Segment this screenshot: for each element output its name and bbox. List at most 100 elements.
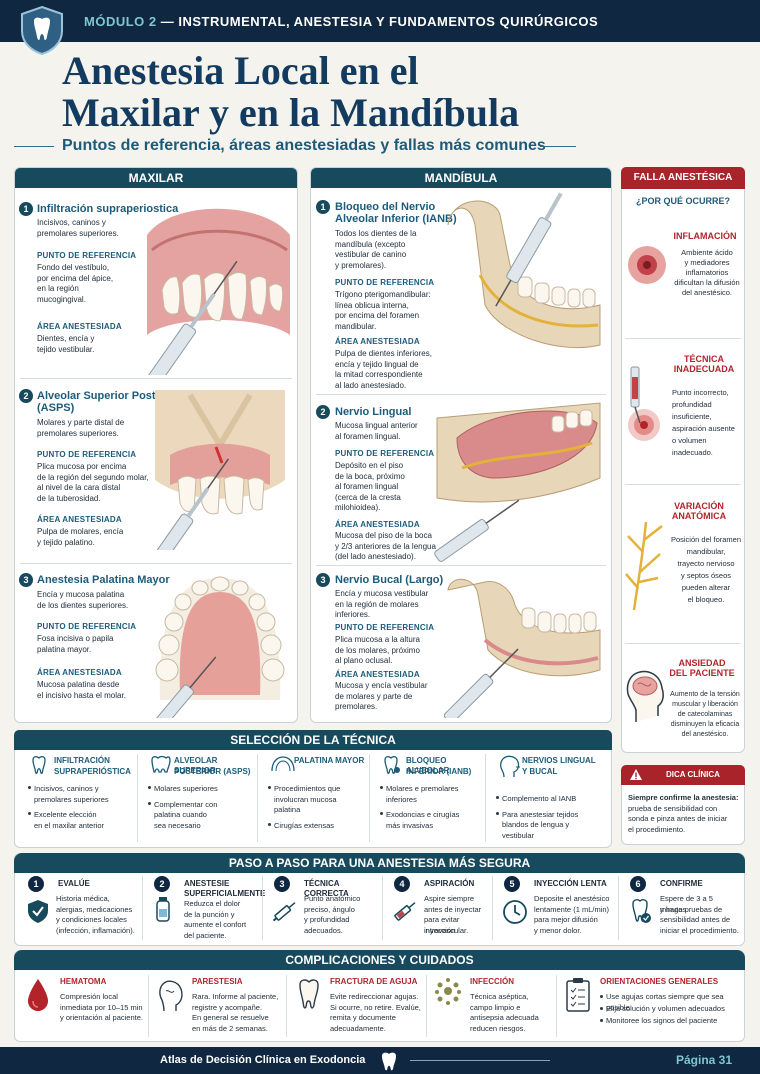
- section-divider: [20, 563, 292, 564]
- page-subtitle: Puntos de referencia, áreas anestesiadas…: [62, 137, 546, 154]
- complication-text: Técnica aséptica,: [470, 992, 529, 1001]
- step-number: 3: [19, 573, 33, 587]
- syringe-icon: [150, 656, 217, 718]
- technique-title: Nervio Lingual: [335, 406, 412, 418]
- bullet-dot: [268, 822, 271, 826]
- step-text: de la punción y: [184, 909, 235, 919]
- technique-column-title: Y BUCAL: [522, 767, 558, 776]
- upper-posterior-teeth-illustration: [150, 390, 285, 550]
- technique-bullet-text: Exodoncias e cirugías: [386, 810, 460, 819]
- tooth-icon: [294, 977, 322, 1013]
- area-label: ÁREA ANESTESIADA: [37, 322, 122, 331]
- checklist-icon: [564, 977, 592, 1013]
- inflamed-gum-icon: [628, 246, 666, 284]
- step-divider: [492, 876, 493, 940]
- falla-divider: [625, 338, 741, 339]
- step-text: Espere de 3 a 5 minutos: [660, 894, 713, 914]
- technique-bullet-text: palatina: [274, 805, 301, 814]
- warning-icon: [630, 769, 642, 780]
- step-divider: [382, 876, 383, 940]
- step-text: lentamente (1 mL/min): [534, 904, 610, 914]
- molar-tooth-icon: [150, 755, 176, 779]
- bullet-dot: [148, 786, 151, 789]
- step-number: 2: [316, 405, 330, 419]
- reference-label: PUNTO DE REFERENCIA: [335, 623, 435, 632]
- technique-bullet-text: Incisivos, caninos y: [34, 784, 99, 793]
- incisor-tooth-icon: [30, 755, 56, 779]
- complication-text: en más de 2 semanas.: [192, 1023, 268, 1033]
- complication-title: ORIENTACIONES GENERALES: [600, 977, 719, 986]
- bullet-dot: [148, 801, 151, 805]
- bullet-dot: [600, 1007, 603, 1010]
- technique-column-title: INFILTRACIÓN: [54, 756, 110, 765]
- area-label: ÁREA ANESTESIADA: [335, 520, 420, 529]
- bullet-dot: [600, 1019, 603, 1022]
- footer-bar: [0, 1047, 760, 1074]
- subtitle-rule-left: [14, 146, 54, 147]
- guideline-text: Elija solución y volumen adecuados: [606, 1004, 725, 1013]
- complication-text: Evite redireccionar agujas.: [330, 992, 419, 1001]
- mandible-buccal-illustration: [443, 578, 601, 718]
- step-title: INYECCIÓN LENTA: [534, 879, 607, 888]
- module-title: — INSTRUMENTAL, ANESTESIA Y FUNDAMENTOS …: [160, 14, 599, 29]
- anesthetic-vial-icon: [152, 895, 178, 923]
- syringe-icon: [145, 260, 238, 375]
- complication-text: remita y documente: [330, 1013, 396, 1022]
- area-label: ÁREA ANESTESIADA: [335, 670, 420, 679]
- step-text: Historia médica,: [56, 894, 110, 903]
- falla-panel: [621, 167, 745, 753]
- dica-heading: DICA CLÍNICA: [666, 770, 720, 779]
- step-number: 3: [316, 573, 330, 587]
- step-number: 2: [19, 389, 33, 403]
- technique-bullet-text: Molares e premolares: [386, 784, 459, 793]
- step-text: (infección, inflamación).: [56, 925, 135, 935]
- module-number: MÓDULO 2: [84, 14, 157, 29]
- head-profile-icon: [156, 977, 184, 1013]
- step-number: 4: [394, 876, 410, 892]
- bullet-dot: [496, 811, 499, 815]
- head-profile-icon: [498, 755, 524, 779]
- step-divider: [142, 876, 143, 940]
- title-line-1: Anestesia Local en el: [62, 48, 419, 93]
- syringe-icon: [495, 192, 563, 307]
- bullet-dot: [600, 995, 603, 998]
- reference-label: PUNTO DE REFERENCIA: [335, 278, 435, 287]
- technique-column-title: POSTERIOR (ASPS): [174, 767, 251, 776]
- reference-label: PUNTO DE REFERENCIA: [37, 622, 137, 631]
- module-bar: [0, 0, 760, 42]
- step-text: adecuados.: [304, 925, 343, 935]
- tooth-shield-logo: [21, 5, 63, 55]
- technique-title: Alveolar Superior Posterior(ASPS): [37, 390, 181, 414]
- technique-bullet-text: más invasivas: [386, 820, 434, 830]
- bullet-dot: [380, 786, 383, 789]
- nerve-branch-icon: [625, 521, 663, 611]
- step-text: sensibilidad antes de: [660, 915, 731, 924]
- step-text: del paciente.: [184, 930, 227, 940]
- maxilar-heading: MAXILAR: [15, 168, 297, 188]
- technique-bullet-text: blandos de lengua y: [502, 820, 570, 829]
- head-brain-icon: [626, 670, 664, 722]
- falla-question: ¿POR QUÉ OCURRE?: [635, 196, 730, 206]
- step-title: ASPIRACIÓN: [424, 879, 475, 888]
- area-text: Pulpa de dientes inferiores,encía y teji…: [335, 349, 432, 390]
- step-text: Reduzca el dolor: [184, 899, 241, 908]
- complication-text: campo limpio e: [470, 1002, 521, 1012]
- technique-column-title: SUPRAPERIÓSTICA: [54, 767, 131, 776]
- step-text: alergias, medicaciones: [56, 904, 133, 914]
- complication-divider: [426, 975, 427, 1037]
- title-line-2: Maxilar y en la Mandíbula: [62, 90, 520, 135]
- falla-divider: [625, 484, 741, 485]
- technique-column-title: NERVIOS LINGUAL: [522, 756, 596, 765]
- bacteria-icon: [434, 977, 462, 1013]
- complication-divider: [148, 975, 149, 1037]
- section-divider: [316, 565, 606, 566]
- complication-text: registre y acompañe.: [192, 1002, 263, 1012]
- step-text: Aspire siempre: [424, 894, 475, 903]
